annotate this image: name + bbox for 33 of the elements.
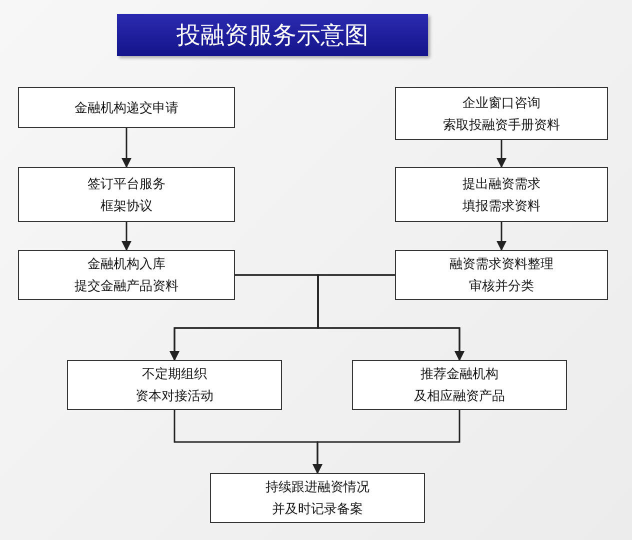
box-text: 企业窗口咨询 xyxy=(462,94,540,112)
box-text: 索取投融资手册资料 xyxy=(443,116,560,134)
arrow xyxy=(496,140,506,168)
box-text: 框架协议 xyxy=(100,198,152,214)
box-text: 资本对接活动 xyxy=(136,388,214,405)
process-box xyxy=(352,360,567,410)
arrow xyxy=(317,274,464,361)
arrow xyxy=(496,222,506,251)
process-box xyxy=(18,87,235,128)
box-text: 金融机构递交申请 xyxy=(74,100,178,116)
box-text: 填报需求资料 xyxy=(462,198,540,214)
process-box xyxy=(210,473,425,523)
arrow xyxy=(312,410,460,474)
process-box xyxy=(67,360,282,410)
box-text: 融资需求资料整理 xyxy=(450,256,554,273)
box-text: 及相应融资产品 xyxy=(414,388,505,405)
box-text: 金融机构入库 xyxy=(88,256,166,273)
title-banner: 投融资服务示意图 xyxy=(117,14,428,56)
box-text: 不定期组织 xyxy=(142,366,207,383)
process-box xyxy=(395,87,608,140)
box-text: 推荐金融机构 xyxy=(420,366,498,383)
box-text: 持续跟进融资情况 xyxy=(266,479,370,496)
process-box xyxy=(395,167,608,222)
box-text: 签订平台服务 xyxy=(88,176,166,192)
arrow xyxy=(122,222,132,251)
box-text: 提交金融产品资料 xyxy=(74,278,178,295)
process-box xyxy=(395,250,608,300)
process-box xyxy=(18,250,235,300)
box-text: 并及时记录备案 xyxy=(272,501,363,518)
arrow xyxy=(122,128,132,168)
box-text: 审核并分类 xyxy=(469,278,534,295)
process-box xyxy=(18,167,235,222)
box-text: 提出融资需求 xyxy=(462,176,540,192)
